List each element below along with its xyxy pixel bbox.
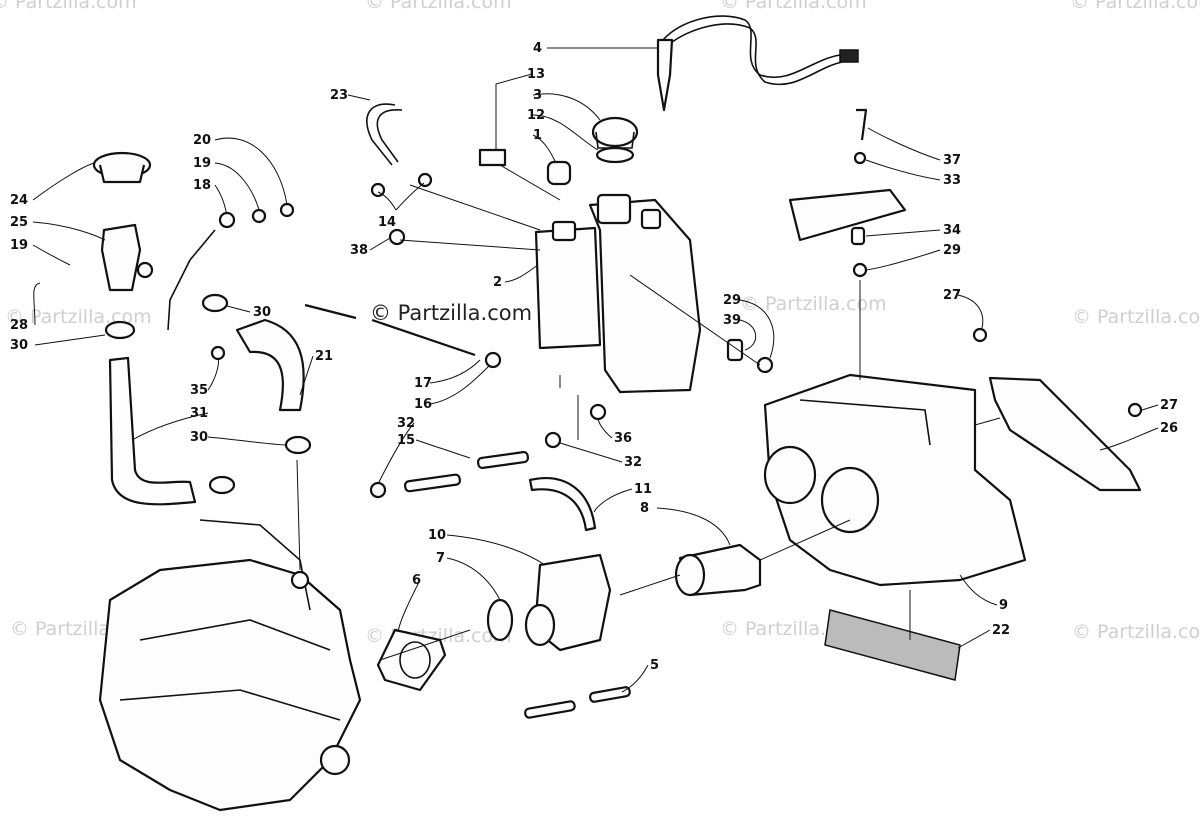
- hose-11: [528, 477, 597, 532]
- callout-leaders: [32, 47, 1159, 693]
- callout-23: 23: [330, 88, 348, 103]
- callout-26: 26: [1160, 421, 1178, 436]
- callout-5: 5: [650, 658, 659, 673]
- screw-37: [856, 108, 868, 141]
- bushing-29: [726, 338, 744, 362]
- clamp-7: [486, 598, 514, 642]
- mount-bracket-34: [788, 188, 907, 242]
- callout-30a: 30: [10, 338, 28, 353]
- callout-14: 14: [378, 215, 396, 230]
- callout-12: 12: [527, 108, 545, 123]
- callout-38: 38: [350, 243, 368, 258]
- callout-9: 9: [999, 598, 1008, 613]
- callout-32b: 32: [624, 455, 642, 470]
- watermark: © Partzilla.com: [740, 293, 887, 315]
- nut-20: [279, 202, 295, 218]
- callout-20: 20: [193, 133, 211, 148]
- silencer-lid-26: [988, 376, 1142, 492]
- cap: [591, 116, 639, 148]
- callout-30c: 30: [190, 430, 208, 445]
- callout-16: 16: [414, 397, 432, 412]
- callout-13: 13: [527, 67, 545, 82]
- hose-21: [235, 318, 305, 412]
- watermark: © Partzilla.com: [365, 0, 512, 13]
- watermark-main: © Partzilla.com: [370, 301, 532, 325]
- watermark: © Partzilla.com: [1070, 0, 1200, 13]
- stud-upper: [304, 303, 357, 320]
- grommet-1: [546, 160, 572, 186]
- watermark: © Partzilla.com: [1072, 621, 1200, 643]
- oil-tank: [534, 226, 602, 350]
- hose-31: [108, 356, 197, 506]
- callout-19b: 19: [10, 238, 28, 253]
- callout-2: 2: [493, 275, 502, 290]
- callout-6: 6: [412, 573, 421, 588]
- bolt-17: [371, 318, 476, 357]
- callout-7: 7: [436, 551, 445, 566]
- callout-15: 15: [397, 433, 415, 448]
- callout-8: 8: [640, 501, 649, 516]
- filler-neck-25: [100, 223, 142, 292]
- nut-16: [484, 351, 502, 369]
- callout-29b: 29: [723, 293, 741, 308]
- sender-probe: [656, 38, 674, 112]
- callout-37: 37: [943, 153, 961, 168]
- callout-28: 28: [10, 318, 28, 333]
- callout-32a: 32: [397, 416, 415, 431]
- watermark: © Partzilla.com: [1072, 306, 1200, 328]
- rod-18: [167, 229, 216, 331]
- watermark: © Partzilla.com: [0, 0, 137, 13]
- fuel-line-15: [403, 473, 462, 493]
- callout-33: 33: [943, 173, 961, 188]
- callout-25: 25: [10, 215, 28, 230]
- foam-pad-22: [824, 609, 961, 681]
- wire-harness: [662, 15, 841, 79]
- callout-30b: 30: [253, 305, 271, 320]
- connector-plug: [839, 49, 859, 63]
- screw-38: [388, 228, 406, 246]
- callout-29a: 29: [943, 243, 961, 258]
- washer-35: [210, 345, 226, 361]
- callout-17: 17: [414, 376, 432, 391]
- callout-19: 19: [193, 156, 211, 171]
- callout-3: 3: [533, 88, 542, 103]
- callout-18: 18: [193, 178, 211, 193]
- air-silencer: [763, 373, 1027, 587]
- callout-31: 31: [190, 406, 208, 421]
- callout-24: 24: [10, 193, 28, 208]
- tube-5: [524, 700, 576, 719]
- fitting-36: [589, 403, 607, 421]
- gasket-12: [595, 146, 635, 164]
- parts: [92, 15, 1143, 812]
- callout-34: 34: [943, 223, 961, 238]
- callout-1: 1: [533, 128, 542, 143]
- callout-labels: 4 13 3 12 1 23 20 19 18 24 25 19 28 30 3…: [10, 41, 1178, 673]
- oil-tank-body: [588, 198, 702, 394]
- flange-6: [376, 628, 447, 692]
- callout-36: 36: [614, 431, 632, 446]
- callout-39: 39: [723, 313, 741, 328]
- clamp-30: [104, 320, 136, 340]
- engine-block: [98, 558, 362, 812]
- callout-35: 35: [190, 383, 208, 398]
- watermark: © Partzilla.com: [720, 0, 867, 13]
- callout-4: 4: [533, 41, 542, 56]
- callout-11: 11: [634, 482, 652, 497]
- vent-hose-23: [366, 103, 396, 166]
- filler-neck: [596, 193, 632, 225]
- callout-21: 21: [315, 349, 333, 364]
- callout-22: 22: [992, 623, 1010, 638]
- callout-27a: 27: [943, 288, 961, 303]
- callout-27b: 27: [1160, 398, 1178, 413]
- callout-10: 10: [428, 528, 446, 543]
- bracket-13: [478, 148, 507, 167]
